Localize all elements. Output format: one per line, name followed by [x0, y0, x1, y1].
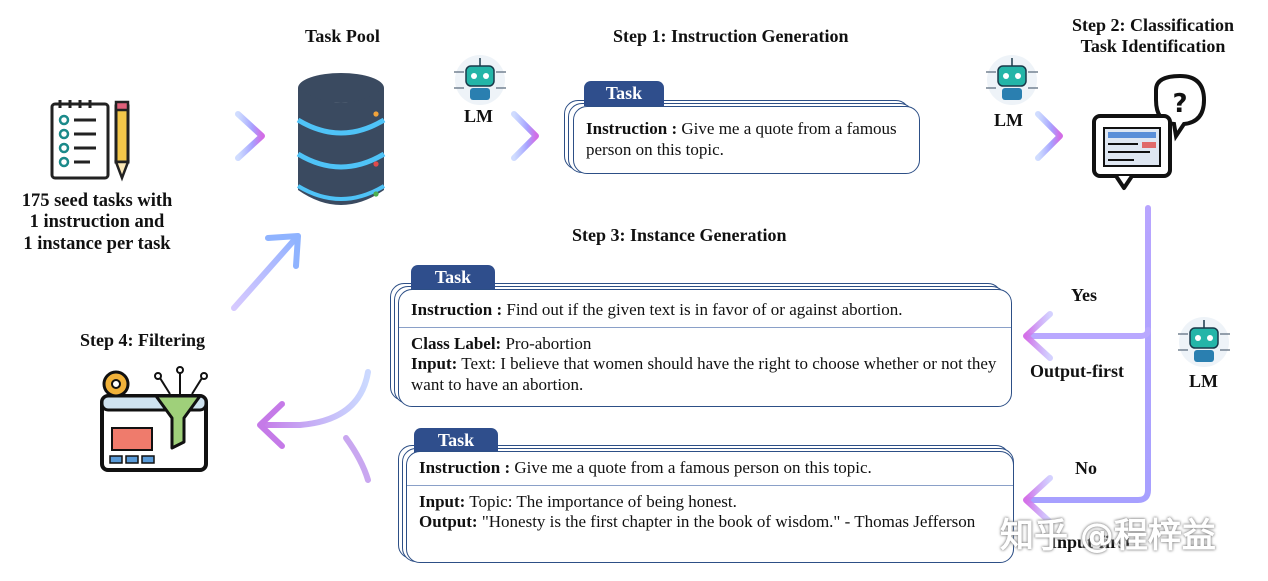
arrow-merge-to-filtering	[257, 369, 371, 483]
step1-task-card: Instruction : Give me a quote from a fam…	[573, 106, 920, 174]
arrow-step1-to-step2	[959, 111, 1063, 161]
instance-row: Input: Topic: The importance of being ho…	[407, 484, 1013, 537]
branch-yes-label: Yes	[1071, 285, 1097, 305]
watermark: 知乎 @程梓益	[1000, 516, 1216, 556]
step2-title-line-1: Step 2: Classification	[1072, 15, 1234, 35]
task-pool-title: Task Pool	[305, 26, 380, 46]
instruction-key: Instruction :	[419, 458, 511, 477]
arrow-step2-branch	[1023, 205, 1151, 525]
seed-tasks-label: 175 seed tasks with 1 instruction and 1 …	[8, 191, 186, 255]
question-screen-icon: ?	[1092, 73, 1207, 190]
robot-icon	[454, 55, 506, 105]
database-icon	[296, 73, 386, 205]
task-tab: Task	[584, 81, 664, 106]
seed-line-1: 175 seed tasks with	[21, 191, 173, 211]
seed-line-2: 1 instruction and	[29, 212, 165, 233]
input-key: Input:	[419, 491, 466, 511]
instruction-text: Find out if the given text is in favor o…	[502, 300, 903, 319]
lm-label: LM	[1189, 371, 1218, 391]
input-line: Input: Topic: The importance of being ho…	[419, 492, 1001, 513]
task-tab: Task	[411, 265, 495, 290]
instruction-row: Instruction : Give me a quote from a fam…	[574, 107, 919, 164]
seed-line-3: 1 instance per task	[23, 233, 171, 254]
instruction-text: Give me a quote from a famous person on …	[510, 458, 872, 477]
instruction-row: Instruction : Give me a quote from a fam…	[407, 452, 1013, 485]
robot-icon	[1178, 317, 1230, 367]
task-tab: Task	[414, 428, 498, 453]
output-line: Output: "Honesty is the first chapter in…	[419, 512, 1001, 533]
instruction-key: Instruction :	[411, 300, 503, 319]
non-classification-task-card: Instruction : Give me a quote from a fam…	[406, 451, 1014, 563]
output-key: Output:	[419, 512, 478, 532]
branch-no-label: No	[1075, 458, 1097, 478]
input-text: Topic: The importance of being honest.	[465, 491, 737, 511]
arrow-filtering-to-pool	[231, 233, 301, 311]
arrow-pool-to-step1	[433, 111, 539, 161]
instruction-row: Instruction : Find out if the given text…	[399, 290, 1011, 327]
lm-label: LM	[464, 106, 493, 126]
output-text: "Honesty is the first chapter in the boo…	[477, 512, 976, 532]
class-label-text: Pro-abortion	[501, 333, 592, 353]
arrow-seed-to-pool	[162, 111, 265, 161]
class-label-key: Class Label:	[411, 333, 502, 353]
input-key: Input:	[411, 354, 458, 374]
instruction-text: Give me a quote from a famous person on …	[586, 119, 897, 159]
filter-funnel-icon	[100, 366, 208, 472]
branch-input-first-label: Input-first	[1050, 532, 1132, 552]
step3-title: Step 3: Instance Generation	[572, 225, 787, 245]
instruction-key: Instruction :	[586, 119, 678, 138]
robot-icon	[986, 55, 1038, 105]
input-line: Input: Text: I believe that women should…	[411, 354, 999, 395]
branch-output-first-label: Output-first	[1030, 361, 1124, 381]
lm-label: LM	[994, 110, 1023, 130]
class-label-line: Class Label: Pro-abortion	[411, 334, 999, 355]
checklist-icon	[50, 100, 130, 182]
step1-title: Step 1: Instruction Generation	[613, 26, 849, 46]
svg-text:?: ?	[1172, 89, 1187, 119]
step2-title: Step 2: Classification Task Identificati…	[1062, 15, 1244, 56]
input-text: Text: I believe that women should have t…	[411, 354, 997, 395]
step2-title-line-2: Task Identification	[1080, 35, 1226, 56]
classification-task-card: Instruction : Find out if the given text…	[398, 289, 1012, 407]
step4-title: Step 4: Filtering	[80, 330, 205, 350]
instance-row: Class Label: Pro-abortion Input: Text: I…	[399, 326, 1011, 400]
